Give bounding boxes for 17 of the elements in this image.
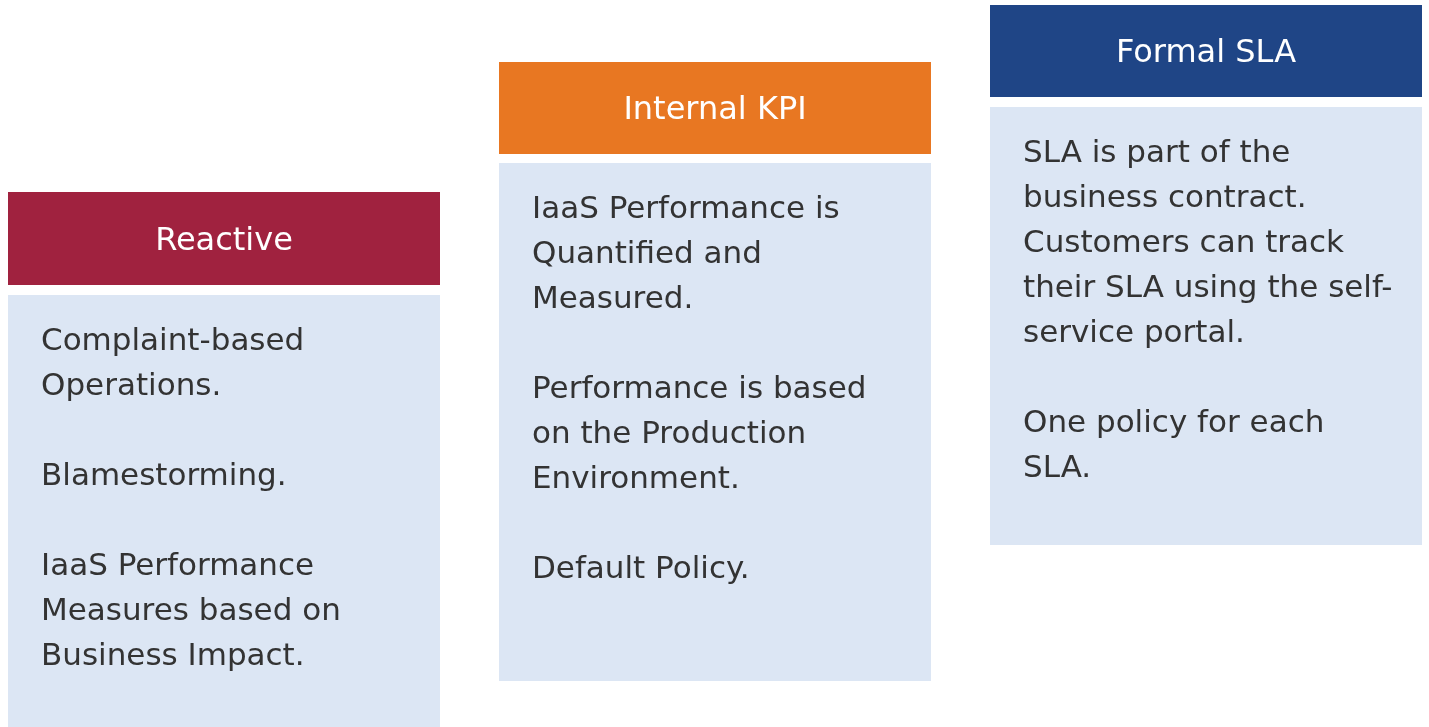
description-text: Blamestorming.	[41, 455, 288, 494]
header-title: Internal KPI	[623, 89, 807, 127]
description-text: One policy for each SLA.	[1023, 402, 1326, 486]
header-bar	[8, 192, 440, 285]
content-panel	[8, 295, 440, 727]
header-bar	[990, 5, 1422, 97]
header-title: Reactive	[155, 219, 293, 258]
header-bar	[499, 62, 931, 154]
header-title: Formal SLA	[1115, 32, 1296, 70]
description-text: Default Policy.	[532, 548, 751, 587]
description-text: IaaS Performance Measures based on Business Impact.	[41, 545, 342, 674]
description-text: SLA is part of the business contract. Customers can track their SLA using the self-service portal.	[1023, 132, 1394, 351]
description-text: Performance is based on the Production Environment.	[532, 368, 868, 497]
content-panel	[990, 107, 1422, 545]
content-panel	[499, 163, 931, 681]
description-text: Complaint-based Operations.	[41, 320, 306, 404]
description-text: IaaS Performance is Quantified and Measured.	[532, 188, 841, 317]
